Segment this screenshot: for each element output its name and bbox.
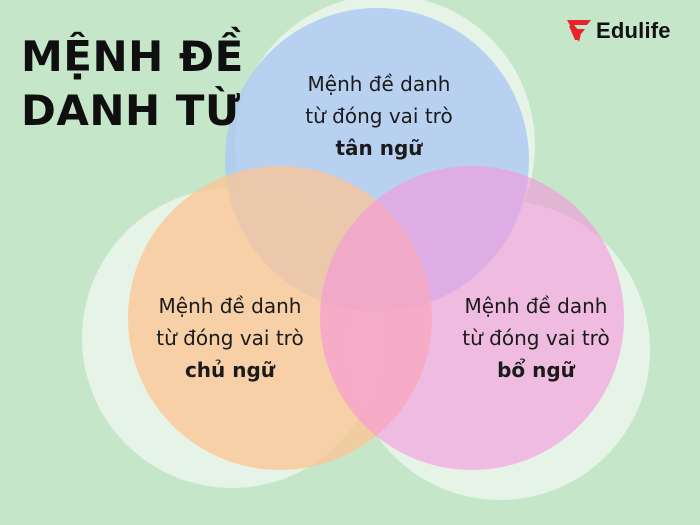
right-emphasis: bổ ngữ	[497, 358, 575, 382]
top-line-2: từ đóng vai trò	[305, 104, 453, 128]
circle-right	[320, 166, 624, 470]
title-line-1: MỆNH ĐỀ	[21, 32, 244, 81]
label-left-circle: Mệnh đề danh từ đóng vai trò chủ ngữ	[135, 290, 325, 386]
left-line-2: từ đóng vai trò	[156, 326, 304, 350]
page-title: MỆNH ĐỀ DANH TỪ	[21, 30, 244, 138]
title-line-2: DANH TỪ	[21, 86, 241, 135]
right-line-2: từ đóng vai trò	[462, 326, 610, 350]
label-right-circle: Mệnh đề danh từ đóng vai trò bổ ngữ	[441, 290, 631, 386]
edulife-logo-icon	[567, 20, 591, 42]
label-top-circle: Mệnh đề danh từ đóng vai trò tân ngữ	[284, 68, 474, 164]
right-line-1: Mệnh đề danh	[464, 294, 608, 318]
left-line-1: Mệnh đề danh	[158, 294, 302, 318]
top-emphasis: tân ngữ	[335, 136, 423, 160]
edulife-logo: Edulife	[566, 16, 671, 46]
logo-text: Edulife	[596, 18, 671, 43]
left-emphasis: chủ ngữ	[184, 358, 276, 382]
top-line-1: Mệnh đề danh	[307, 72, 451, 96]
